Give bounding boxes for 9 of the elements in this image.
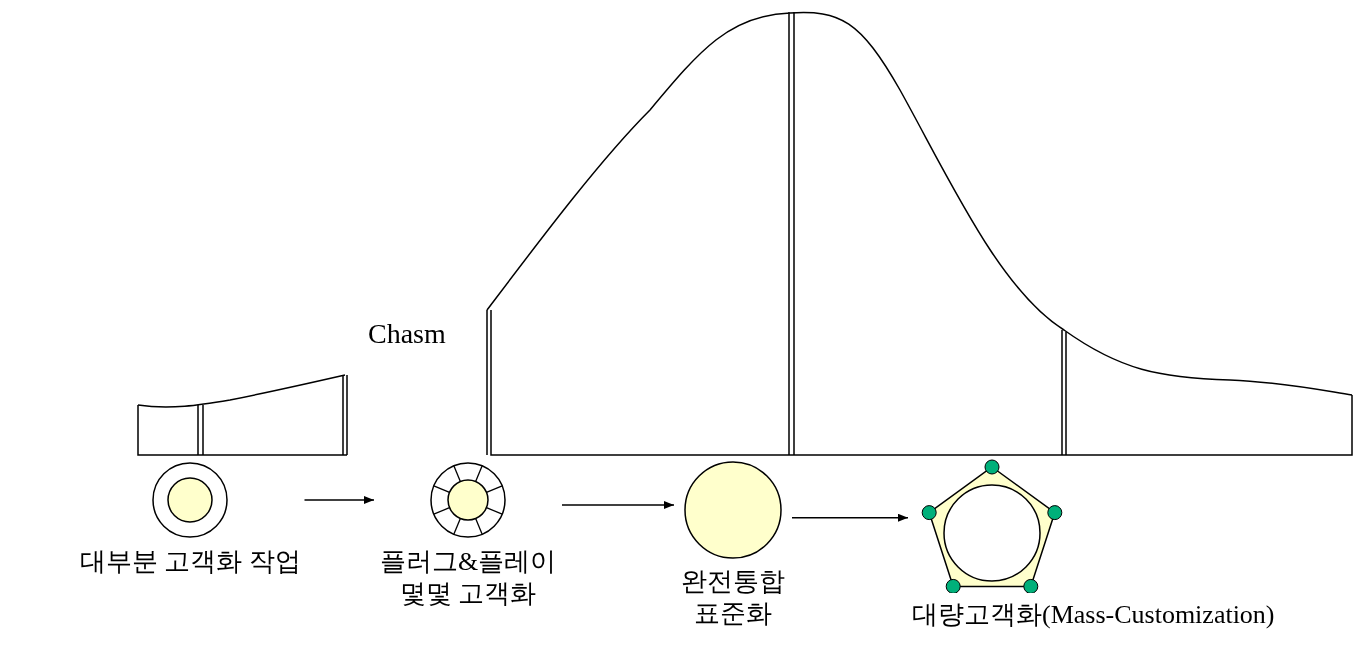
stage-node — [912, 458, 1275, 631]
arrow — [303, 496, 375, 504]
stage-label: 대량고객화(Mass-Customization) — [912, 599, 1275, 631]
stage-label: 플러그&플레이 몇몇 고객화 — [378, 546, 558, 610]
stage-label: 완전통합 표준화 — [680, 566, 786, 630]
stage-label: 대부분 고객화 작업 — [79, 546, 301, 578]
arrow — [561, 501, 675, 509]
chasm-label: Chasm — [368, 318, 446, 350]
arrow — [791, 513, 909, 522]
